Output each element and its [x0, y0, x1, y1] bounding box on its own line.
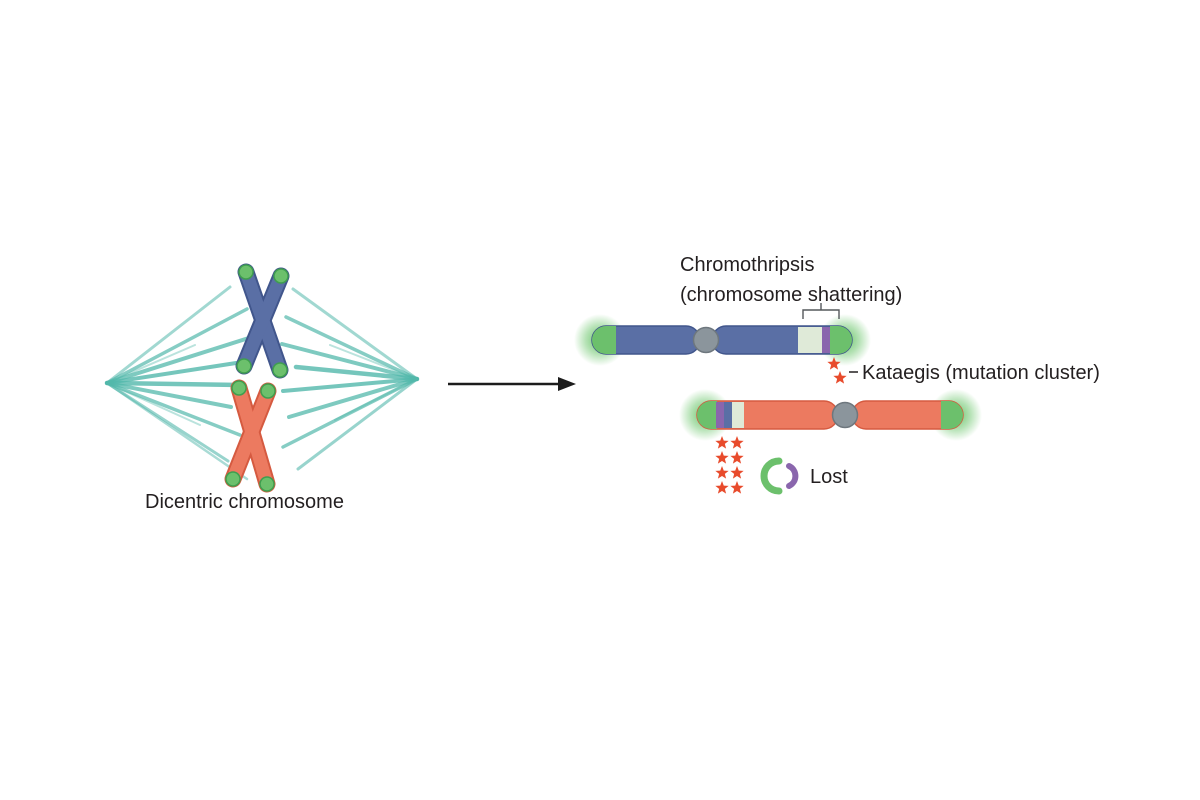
star-icon	[730, 466, 744, 479]
shattered-segment	[732, 402, 744, 428]
star-icon	[833, 371, 847, 384]
telomere-cap	[272, 362, 288, 378]
label-lost: Lost	[810, 466, 848, 488]
dicentric-chromosome-blue	[235, 263, 290, 379]
telomere-cap	[830, 326, 852, 354]
label-chromothripsis-line1: Chromothripsis	[680, 254, 815, 276]
shattered-segment	[798, 327, 822, 353]
star-icon	[730, 436, 744, 449]
kataegis-star-cluster-top	[827, 357, 858, 384]
centromere-icon	[831, 401, 859, 429]
transition-arrow-icon	[448, 377, 576, 391]
chromothripsis-bracket	[802, 303, 840, 319]
star-icon	[715, 451, 729, 464]
label-chromothripsis-line2: (chromosome shattering)	[680, 284, 903, 306]
label-dicentric-chromosome: Dicentric chromosome	[145, 491, 344, 513]
translocated-segment	[716, 402, 724, 428]
star-icon	[730, 451, 744, 464]
star-icon	[715, 436, 729, 449]
translocated-segment	[822, 327, 830, 353]
telomere-cap	[238, 264, 254, 280]
telomere-cap	[260, 383, 276, 399]
spindle-fibers-right	[280, 287, 420, 471]
chromosome-bar-blue	[574, 314, 871, 366]
kataegis-star-cluster-bottom	[715, 436, 744, 494]
star-icon	[730, 481, 744, 494]
label-chromothripsis: Chromothripsis (chromosome shattering)	[680, 250, 902, 310]
spindle-fibers-left	[104, 285, 257, 481]
star-icon	[715, 481, 729, 494]
centromere-icon	[692, 326, 720, 354]
dicentric-chromosome-orange	[224, 379, 277, 493]
translocated-segment	[724, 402, 732, 428]
telomere-cap	[697, 401, 717, 429]
chromosome-bar-orange	[679, 389, 982, 441]
telomere-cap	[259, 476, 275, 492]
lost-fragments-icon	[760, 457, 799, 495]
lost-purple-fragment	[786, 463, 799, 489]
telomere-cap	[231, 380, 247, 396]
label-kataegis: Kataegis (mutation cluster)	[862, 362, 1100, 384]
telomere-cap	[592, 326, 616, 354]
telomere-cap	[273, 268, 289, 284]
telomere-cap	[236, 358, 252, 374]
telomere-cap	[225, 471, 241, 487]
lost-green-fragment	[760, 457, 783, 495]
telomere-cap	[941, 401, 963, 429]
star-icon	[715, 466, 729, 479]
